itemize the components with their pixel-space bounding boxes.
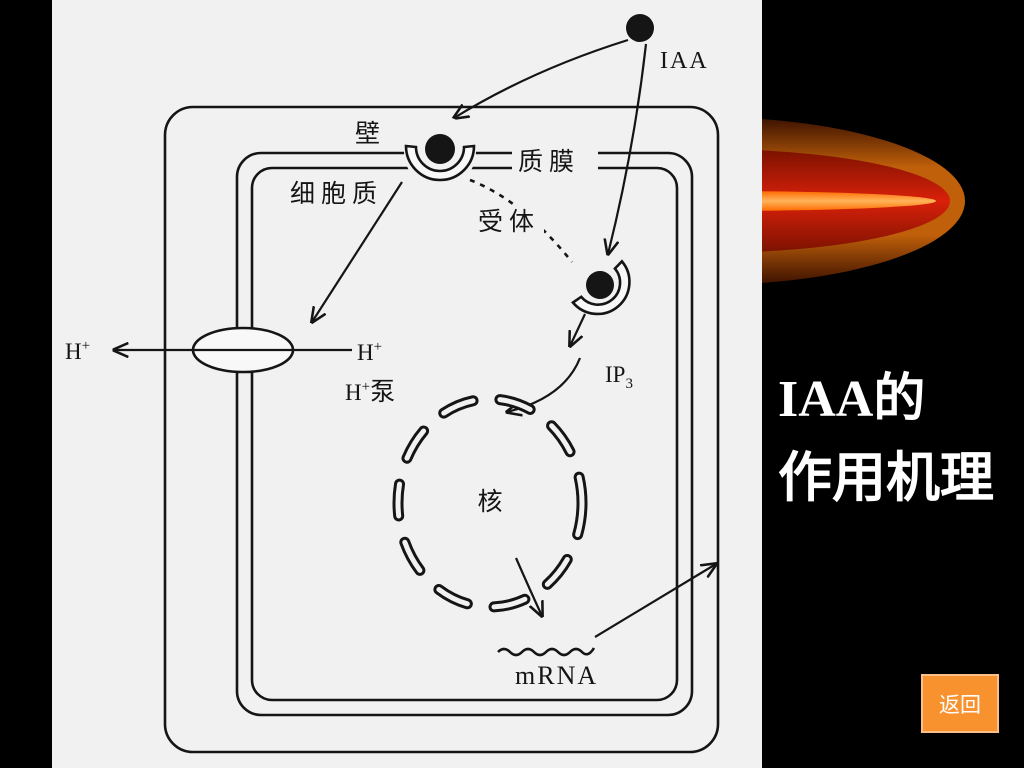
proton-pump-charge: + bbox=[362, 379, 370, 395]
iaa-molecule bbox=[626, 14, 654, 42]
wall-receptor bbox=[404, 116, 476, 188]
back-button[interactable]: 返回 bbox=[921, 674, 999, 733]
wall-receptor-cup bbox=[404, 144, 476, 182]
slide-title-line1: IAA的 bbox=[778, 371, 926, 428]
iaa-label: IAA bbox=[660, 48, 709, 74]
nucleus-label: 核 bbox=[477, 487, 502, 516]
iaa-mechanism-diagram: IAA 壁 质膜 细胞质 受体 bbox=[65, 14, 762, 754]
wall-label: 壁 bbox=[355, 119, 386, 148]
receptor-label-bg bbox=[472, 206, 544, 236]
proton-outside-charge: + bbox=[82, 338, 90, 354]
mrna-label: mRNA bbox=[515, 661, 598, 690]
proton-inside-symbol: H bbox=[357, 340, 374, 365]
ip3-subscript: 3 bbox=[625, 376, 633, 392]
mrna-export-arrow bbox=[594, 564, 716, 638]
receptor-to-ip3-arrow bbox=[570, 313, 586, 346]
proton-pump-symbol: H bbox=[345, 380, 362, 405]
plasma-membrane-inner bbox=[250, 166, 679, 702]
proton-inside-charge: + bbox=[374, 339, 382, 355]
slide-title-line2: 作用机理 bbox=[778, 448, 994, 508]
ip3-label: IP3 bbox=[605, 362, 633, 392]
plasma-membrane-outer bbox=[235, 151, 694, 717]
iaa-to-membrane-receptor-arrow bbox=[608, 43, 648, 254]
wall-receptor-bound-iaa bbox=[425, 134, 455, 164]
proton-pump-word: 泵 bbox=[370, 377, 395, 406]
iaa-to-wall-receptor-arrow bbox=[454, 38, 629, 118]
plasma-membrane-label-bg bbox=[512, 146, 598, 174]
receptor-label: 受体 bbox=[478, 207, 540, 236]
receptor-to-pump-arrow bbox=[312, 181, 403, 322]
receptor-link-dashed bbox=[469, 178, 574, 263]
proton-pump-label: H+泵 bbox=[345, 377, 395, 406]
plasma-membrane-label: 质膜 bbox=[518, 147, 580, 176]
nucleus-to-mrna-arrow bbox=[514, 557, 542, 616]
cytoplasm-label: 细胞质 bbox=[290, 179, 383, 208]
membrane-receptor-bound-iaa bbox=[586, 271, 614, 299]
cell-wall bbox=[163, 105, 720, 754]
proton-inside-label: H+ bbox=[357, 339, 382, 365]
proton-outside-symbol: H bbox=[65, 339, 82, 364]
proton-outside-label: H+ bbox=[65, 338, 90, 364]
diagram-panel: IAA 壁 质膜 细胞质 受体 bbox=[52, 0, 762, 768]
ip3-symbol: IP bbox=[605, 362, 625, 387]
back-button-label: 返回 bbox=[939, 692, 981, 717]
nucleus-envelope-hollow bbox=[395, 396, 585, 610]
membrane-receptor bbox=[570, 259, 631, 316]
mrna-strand bbox=[497, 647, 596, 657]
membrane-receptor-cup bbox=[570, 259, 631, 316]
